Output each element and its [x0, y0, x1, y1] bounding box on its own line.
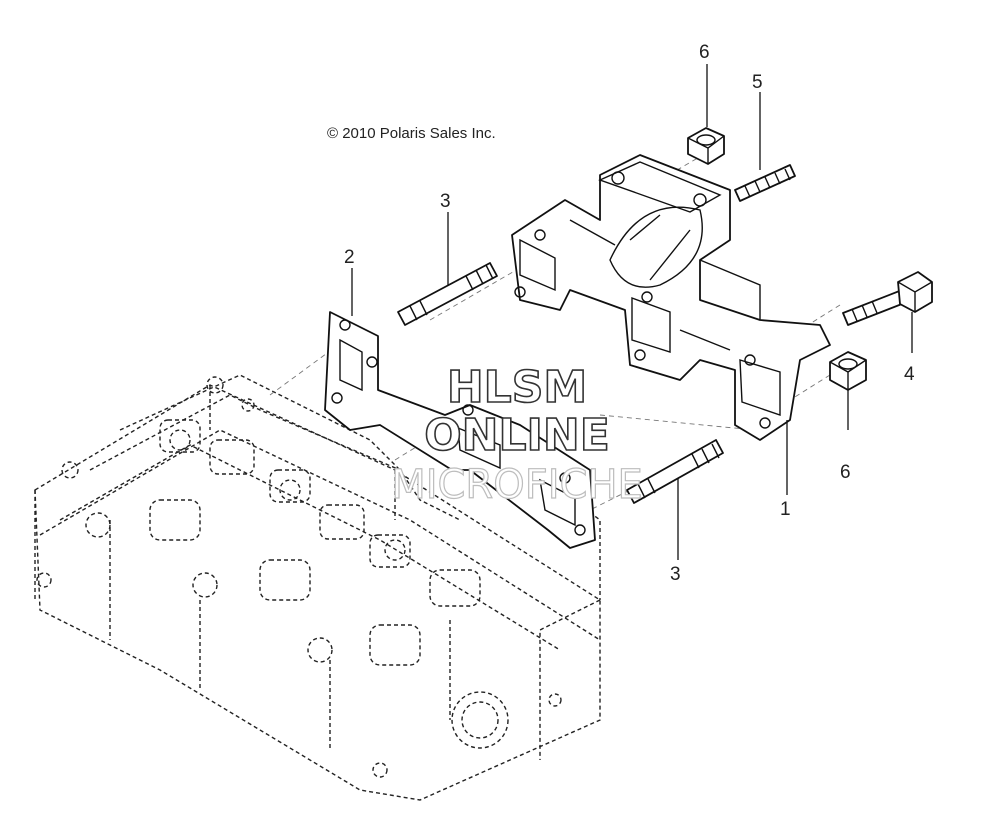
- watermark-line-3: MICROFICHE: [391, 462, 643, 508]
- watermark: HLSM ONLINE MICROFICHE: [391, 361, 644, 508]
- callout-1: 1: [780, 499, 791, 520]
- exhaust-manifold: [511, 154, 831, 441]
- callout-4: 4: [904, 364, 915, 385]
- leader-lines: [351, 64, 913, 560]
- flange-bolt: [842, 271, 933, 326]
- callout-2: 2: [344, 247, 355, 268]
- watermark-line-1: HLSM: [447, 362, 587, 413]
- stud-lower: [626, 439, 724, 504]
- copyright-text: © 2010 Polaris Sales Inc.: [327, 125, 496, 142]
- callout-3-lower: 3: [670, 564, 681, 585]
- callout-6-upper: 6: [699, 42, 710, 63]
- callout-5: 5: [752, 72, 763, 93]
- cylinder-head: [34, 374, 601, 801]
- stud-upper: [397, 262, 498, 326]
- callout-3-upper: 3: [440, 191, 451, 212]
- watermark-line-2: ONLINE: [424, 410, 610, 461]
- stud-right: [734, 164, 796, 202]
- nut-lower: [829, 351, 867, 391]
- callout-6-lower: 6: [840, 462, 851, 483]
- nut-upper: [687, 127, 725, 165]
- exhaust-gasket: [324, 311, 596, 549]
